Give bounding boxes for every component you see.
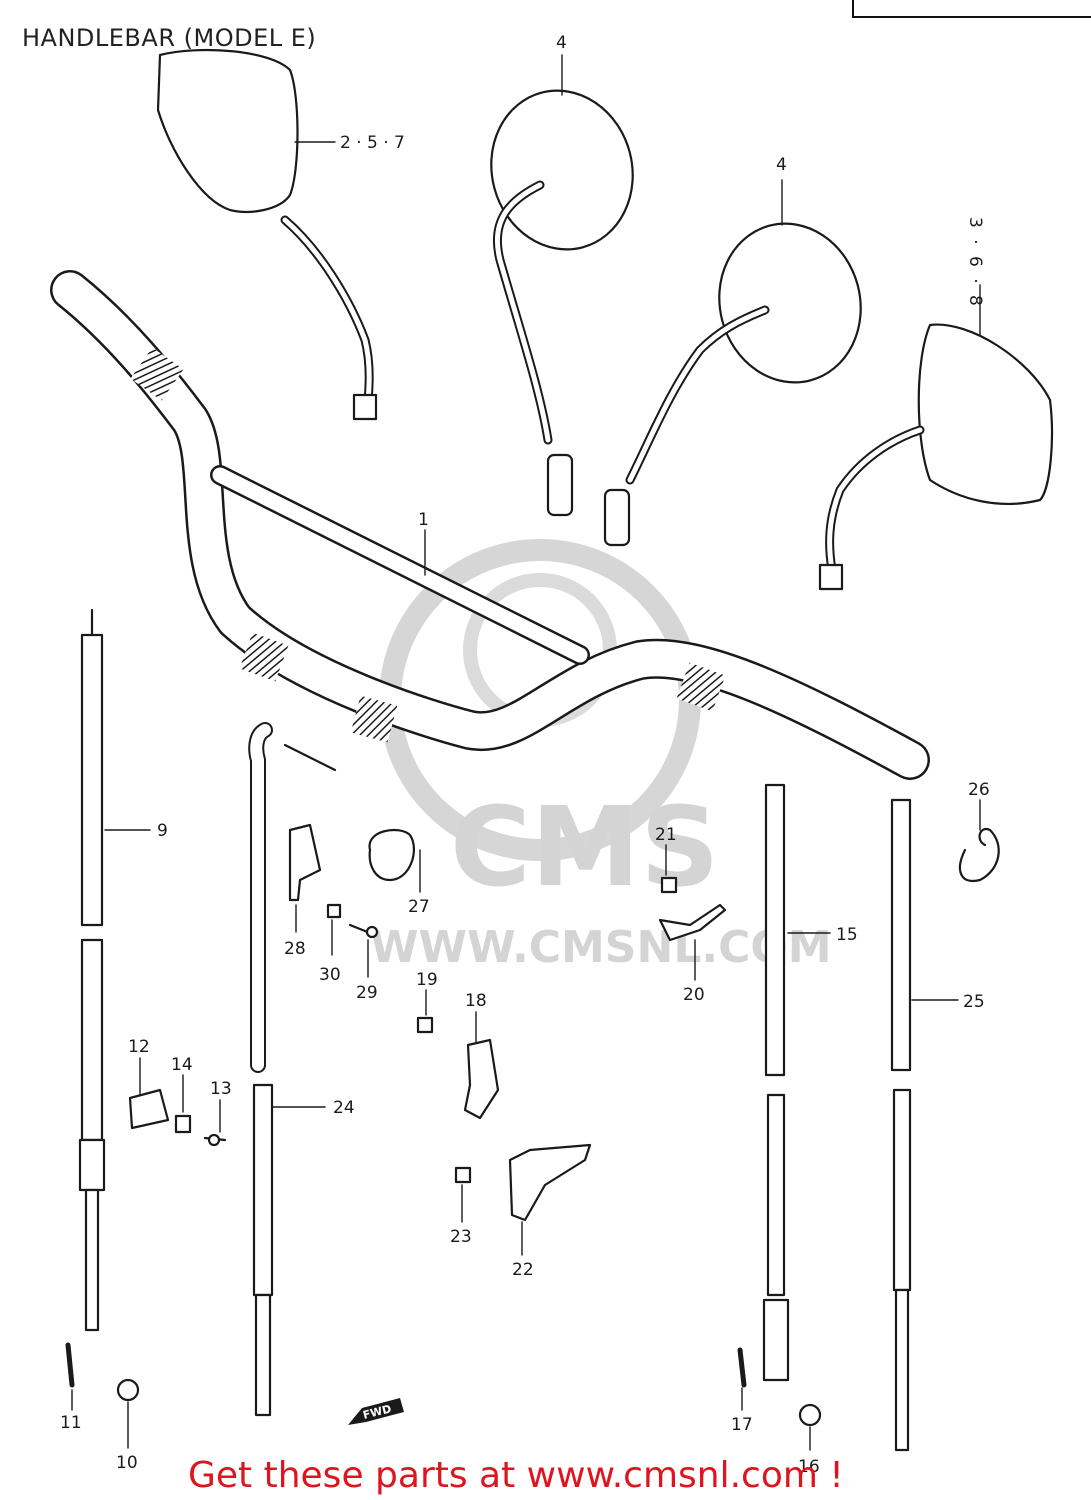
callout-4-second: 4 [776,155,787,175]
callout-12: 12 [128,1037,150,1057]
callout-26: 26 [968,780,990,800]
part-pin-16 [798,1403,822,1427]
part-screw-29 [348,923,379,939]
part-pin-17 [737,1347,747,1388]
callout-29: 29 [356,983,378,1003]
callout-28: 28 [284,939,306,959]
part-cable-9 [78,608,106,1332]
callout-2-5-7: 2 · 5 · 7 [340,133,405,153]
part-handlebar [50,270,930,780]
part-bracket-20 [658,903,727,942]
callout-9: 9 [157,821,168,841]
part-bolt-21 [660,876,678,894]
part-clip-26 [958,827,1000,883]
part-screw-13 [203,1133,227,1147]
part-mirror-left-square [156,48,378,421]
watermark-brand: CMS [450,783,719,911]
part-pin-10 [116,1378,140,1402]
part-cable-24 [248,722,337,1417]
diagram-title: HANDLEBAR (MODEL E) [22,24,317,52]
part-nut-14 [174,1114,192,1134]
part-cable-15 [762,783,790,1382]
callout-1: 1 [418,510,429,530]
callout-20: 20 [683,985,705,1005]
part-clamp-28 [288,823,322,902]
callout-22: 22 [512,1260,534,1280]
watermark-url: WWW.CMSNL.COM [370,922,832,973]
callout-10: 10 [116,1453,138,1473]
promo-link[interactable]: Get these parts at www.cmsnl.com ! [188,1455,844,1496]
forward-arrow: FWD [348,1398,404,1425]
callout-3-6-8-text: 3 · 6 · 8 [965,217,985,309]
part-cable-holder-27 [368,828,415,882]
callout-24: 24 [333,1098,355,1118]
callout-11: 11 [60,1413,82,1433]
part-pin-11 [65,1342,75,1388]
callout-19: 19 [416,970,438,990]
callout-15: 15 [836,925,858,945]
callout-3-6-8: 3 · 6 · 8 [965,217,985,309]
callout-14: 14 [171,1055,193,1075]
leader-lines [71,54,981,1451]
part-clamp-12 [128,1088,170,1130]
callout-16: 16 [798,1457,820,1477]
watermark: CMS WWW.CMSNL.COM [370,539,832,973]
callout-27: 27 [408,897,430,917]
part-clamp-18 [463,1038,500,1120]
callout-17: 17 [731,1415,753,1435]
callout-13: 13 [210,1079,232,1099]
callout-30: 30 [319,965,341,985]
part-bolt-30 [326,903,342,919]
part-mirror-round-1 [490,89,634,517]
part-mirror-round-2 [603,222,862,547]
corner-frame [852,0,1091,18]
part-cable-25 [890,798,912,1452]
callout-23: 23 [450,1227,472,1247]
part-bolt-23 [454,1166,472,1184]
part-mirror-right-square [818,323,1054,591]
callout-4-top: 4 [556,33,567,53]
callout-18: 18 [465,991,487,1011]
part-bolt-19 [416,1016,434,1034]
callout-21: 21 [655,825,677,845]
callout-25: 25 [963,992,985,1012]
part-bracket-22 [508,1143,592,1222]
